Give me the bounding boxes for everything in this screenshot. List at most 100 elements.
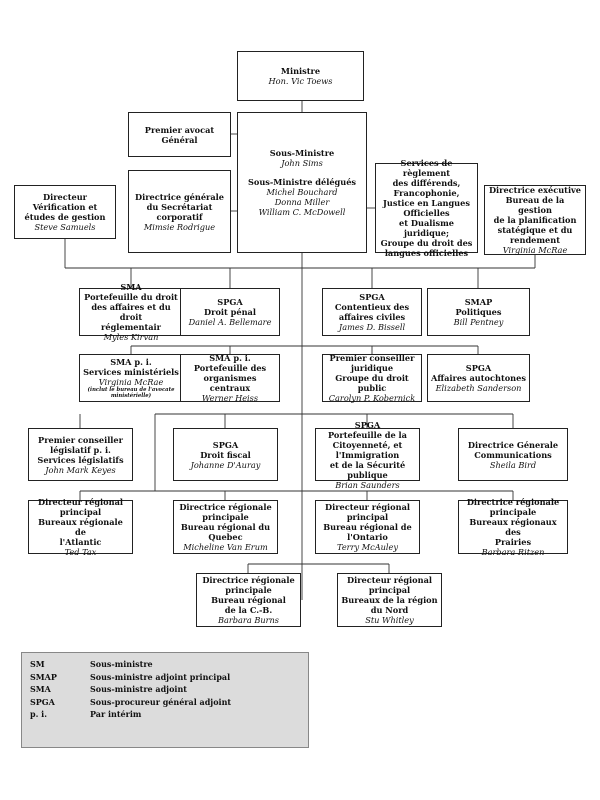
person-name: Stu Whitley — [365, 615, 414, 625]
position-title: Directrice exécutive — [488, 185, 582, 195]
position-title: Portefeuille des — [193, 363, 267, 373]
legend-text: Sous-ministre adjoint — [90, 684, 187, 694]
position-title: Premier avocat — [144, 124, 215, 135]
position-title: principal — [346, 512, 389, 522]
position-title: l'Ontario — [347, 532, 388, 542]
position-title: réglementair — [101, 322, 161, 332]
legend-text: Sous-ministre adjoint principal — [90, 671, 231, 682]
position-title: principale — [202, 512, 249, 522]
person-name: Brian Saunders — [335, 479, 400, 490]
position-title: Directeur — [43, 192, 87, 202]
position-title: SPGA — [217, 297, 243, 307]
position-title: et de la Sécurité publique — [329, 459, 406, 480]
position-title: Directrice régionale — [466, 497, 560, 507]
position-title: SMA p. i. — [209, 353, 251, 363]
position-title: Bureaux de la région — [341, 595, 438, 605]
person-name: Ted Tax — [64, 547, 97, 557]
legend-abbr: SPGA — [30, 696, 55, 707]
position-title: affaires civiles — [338, 312, 406, 322]
position-title: Bureau régional — [211, 595, 286, 605]
position-title: Bureau régional du — [180, 522, 271, 532]
person-name: John Sims — [281, 158, 323, 168]
position-title: Communications — [474, 449, 552, 460]
position-title: Officielles — [403, 208, 450, 218]
position-title: Sous-Ministre délégués — [247, 177, 357, 187]
legend-abbr: SMA — [30, 684, 51, 694]
position-title: langues officielles — [384, 248, 469, 258]
person-name: Michel Bouchard — [266, 187, 338, 197]
position-title: Bureaux régionale de — [38, 517, 123, 537]
position-title: Général — [161, 134, 198, 145]
position-title: Contentieux des — [334, 302, 410, 312]
person-name: Steve Samuels — [34, 222, 96, 232]
position-title: rendement — [509, 235, 561, 245]
position-title: SPGA — [212, 439, 239, 450]
person-name: Johanne D'Auray — [190, 459, 261, 470]
person-name: Elizabeth Sanderson — [435, 383, 522, 393]
position-title: SMA — [120, 282, 142, 292]
legend-abbr: SM — [30, 659, 45, 669]
position-title: de la C.-B. — [224, 605, 273, 615]
position-title: principal — [59, 507, 102, 517]
position-title: l'Atlantic — [59, 537, 102, 547]
position-title: Premier conseiller — [38, 434, 123, 445]
position-title: Groupe du droit des — [380, 238, 473, 248]
position-title: SMA p. i. — [110, 356, 152, 367]
position-title: études de gestion — [24, 212, 106, 222]
position-title: SPGA — [465, 363, 492, 373]
position-title: principal — [368, 585, 411, 595]
person-name: James D. Bissell — [338, 322, 406, 332]
person-name: Bill Pentney — [453, 317, 504, 327]
position-title: Vérification et — [32, 202, 98, 212]
person-name: William C. McDowell — [258, 207, 346, 217]
position-title: organismes centraux — [203, 373, 257, 393]
position-title: principale — [489, 507, 537, 517]
position-title: Justice en Langues — [383, 198, 470, 208]
person-name: John Mark Keyes — [45, 464, 116, 475]
legend-text: Par intérim — [90, 709, 142, 719]
position-title: et Dualisme juridique; — [399, 218, 454, 238]
person-name: Terry McAuley — [337, 542, 398, 552]
position-title: Citoyenneté, et l'Immigration — [332, 439, 403, 460]
position-title: du Secrétariat — [146, 201, 213, 212]
person-name: Werner Heiss — [201, 393, 259, 403]
position-title: Bureau régional de — [323, 522, 412, 532]
position-title: SMAP — [464, 297, 493, 307]
position-title: SPGA — [354, 419, 381, 430]
position-title: des différends, — [392, 178, 461, 188]
position-title: Quebec — [208, 532, 243, 542]
position-title: Prairies — [494, 537, 532, 547]
position-title: Services législatifs — [37, 454, 124, 465]
position-title: Portefeuille du droit — [84, 292, 178, 302]
position-title: Droit pénal — [204, 307, 256, 317]
position-title: du Nord — [370, 605, 409, 615]
position-title: juridique — [350, 363, 394, 373]
person-name: Virginia McRae — [98, 376, 164, 387]
person-name: Sheila Bird — [489, 459, 537, 470]
position-title: Politiques — [455, 307, 502, 317]
person-name: Virginia McRae — [502, 245, 568, 255]
legend-abbr: SMAP — [30, 671, 57, 682]
position-title: Directrice régionale — [202, 575, 295, 585]
position-title: Francophonie, — [393, 188, 460, 198]
